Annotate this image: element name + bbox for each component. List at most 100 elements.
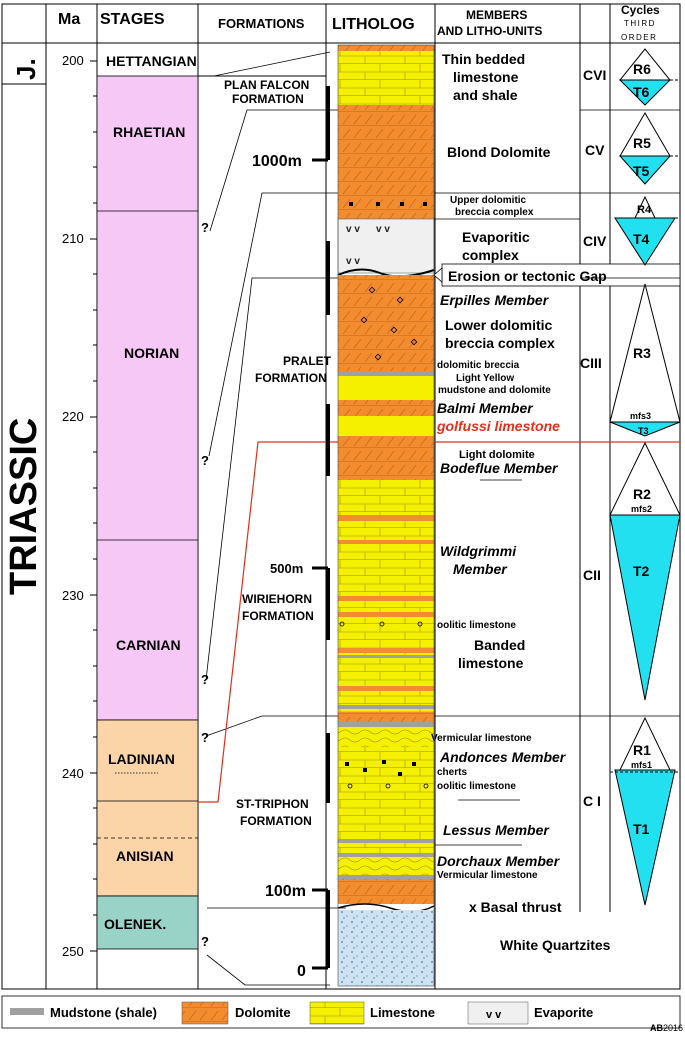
header-formations: FORMATIONS xyxy=(218,16,305,31)
member-plan-falcon-2: limestone xyxy=(453,69,519,85)
stage-ladinian: LADINIAN xyxy=(108,751,175,767)
cycle-mfs3: mfs3 xyxy=(630,411,651,421)
formation-st-triphon-2: FORMATION xyxy=(240,814,312,828)
scale-0: 0 xyxy=(297,963,306,980)
member-vermicular-1: Vermicular limestone xyxy=(431,733,532,744)
member-dorchaux: Dorchaux Member xyxy=(437,853,561,869)
stage-norian: NORIAN xyxy=(124,345,179,361)
member-light-yellow-1: Light Yellow xyxy=(456,373,514,384)
cycle-r6: R6 xyxy=(633,61,651,77)
cycle-t3: T3 xyxy=(638,426,649,436)
credit-initials: AB xyxy=(650,1023,663,1033)
formation-plan-falcon-1: PLAN FALCON xyxy=(224,78,309,92)
legend-evaporite-symbol: v v xyxy=(486,1009,502,1021)
legend-label-dolomite: Dolomite xyxy=(235,1005,291,1020)
member-banded-1: Banded xyxy=(474,637,525,653)
ma-tick: 210 xyxy=(62,231,84,246)
legend-label-mudstone: Mudstone (shale) xyxy=(50,1005,157,1020)
formation-wiriehorn-2: FORMATION xyxy=(242,609,314,623)
evaporite-symbol: v v xyxy=(346,224,360,235)
cycle-civ: CIV xyxy=(583,233,607,249)
cycle-r1: R1 xyxy=(633,742,651,758)
cycle-triangles xyxy=(609,48,681,906)
legend: Mudstone (shale) Dolomite Limestone v v … xyxy=(1,995,681,1029)
period-jurassic: J. xyxy=(11,58,41,80)
member-bodeflue: Bodeflue Member xyxy=(440,460,559,476)
legend-swatch-mudstone xyxy=(10,1008,44,1015)
legend-swatch-evaporite xyxy=(467,1001,529,1025)
header-stages: STAGES xyxy=(100,11,165,28)
member-light-yellow-2: mudstone and dolomite xyxy=(438,385,551,396)
stage-hettangian: HETTANGIAN xyxy=(106,53,197,69)
member-evaporitic-2: complex xyxy=(462,247,519,263)
cycle-t5: T5 xyxy=(633,163,650,179)
header-order: ORDER xyxy=(621,33,657,42)
member-lower-breccia-2: breccia complex xyxy=(445,335,555,351)
cycle-cv: CV xyxy=(585,142,605,158)
member-balmi: Balmi Member xyxy=(437,400,534,416)
header-cycles: Cycles xyxy=(621,3,660,17)
cycle-cvi: CVI xyxy=(583,67,606,83)
scale-100m: 100m xyxy=(265,883,306,900)
stages-column: HETTANGIAN RHAETIAN NORIAN CARNIAN LADIN… xyxy=(96,53,199,950)
cycle-r3: R3 xyxy=(633,345,651,361)
ma-tick: 230 xyxy=(62,588,84,603)
formation-pralet-1: PRALET xyxy=(283,354,332,368)
credit: AB2016 xyxy=(650,1023,683,1033)
scale-500m: 500m xyxy=(270,561,303,576)
header-row: Ma STAGES FORMATIONS LITHOLOG MEMBERS AN… xyxy=(58,3,660,42)
question-mark: ? xyxy=(201,453,209,468)
litholog-column: v v v v v v xyxy=(337,44,435,987)
credit-year: 2016 xyxy=(663,1023,683,1033)
header-third: THIRD xyxy=(624,19,656,28)
question-mark: ? xyxy=(201,730,209,745)
member-lower-breccia-1: Lower dolomitic xyxy=(445,317,553,333)
cycle-t6: T6 xyxy=(633,84,650,100)
ma-tick: 240 xyxy=(62,766,84,781)
member-vermicular-2: Vermicular limestone xyxy=(437,870,538,881)
evaporite-symbol: v v xyxy=(376,224,390,235)
cycles-column: CVI CV CIV CIII CII C I xyxy=(580,67,680,809)
ma-tick: 250 xyxy=(62,944,84,959)
stage-rhaetian: RHAETIAN xyxy=(113,124,185,140)
cycle-r4: R4 xyxy=(637,204,652,216)
cycle-r5: R5 xyxy=(633,135,651,151)
member-basal-thrust: x Basal thrust xyxy=(469,899,562,915)
member-wildgrimmi-1: Wildgrimmi xyxy=(440,543,517,559)
header-litholog: LITHOLOG xyxy=(332,16,415,33)
formation-wiriehorn-1: WIRIEHORN xyxy=(242,592,312,606)
cycle-mfs2: mfs2 xyxy=(631,504,652,514)
formations-column: PLAN FALCON FORMATION PRALET FORMATION W… xyxy=(198,51,680,986)
member-cherts: cherts xyxy=(437,767,467,778)
cycle-ci: C I xyxy=(583,793,601,809)
legend-swatch-limestone xyxy=(309,1001,365,1025)
header-ma: Ma xyxy=(58,11,80,28)
member-erosion-gap: Erosion or tectonic Gap xyxy=(448,268,607,284)
question-mark: ? xyxy=(201,934,209,949)
formation-st-triphon-1: ST-TRIPHON xyxy=(236,797,309,811)
question-mark: ? xyxy=(201,672,209,687)
member-andonces: Andonces Member xyxy=(439,749,567,765)
member-evaporitic-1: Evaporitic xyxy=(462,229,530,245)
members-column: Thin bedded limestone and shale Blond Do… xyxy=(431,51,681,953)
member-white-quartzites: White Quartzites xyxy=(500,937,611,953)
formation-pralet-2: FORMATION xyxy=(255,371,327,385)
formation-plan-falcon-2: FORMATION xyxy=(232,92,304,106)
cycle-t2: T2 xyxy=(633,563,650,579)
stage-anisian: ANISIAN xyxy=(116,848,174,864)
cycle-labels: R6 T6 R5 T5 R4 T4 R3 mfs3 T3 R2 mfs2 T2 … xyxy=(630,61,652,837)
legend-label-evaporite: Evaporite xyxy=(534,1005,593,1020)
ma-axis: 200 210 220 230 240 250 xyxy=(62,53,84,959)
cycle-t1: T1 xyxy=(633,821,650,837)
cycle-ciii: CIII xyxy=(580,355,602,371)
member-oolitic-1: oolitic limestone xyxy=(437,620,516,631)
header-members-2: AND LITHO-UNITS xyxy=(437,24,542,38)
member-plan-falcon-3: and shale xyxy=(453,87,518,103)
cycle-cii: CII xyxy=(583,567,601,583)
member-lessus: Lessus Member xyxy=(443,822,550,838)
member-wildgrimmi-2: Member xyxy=(453,561,508,577)
system-triassic: TRIASSIC xyxy=(3,418,45,595)
member-light-dolomite: Light dolomite xyxy=(459,449,535,461)
cycle-r2: R2 xyxy=(633,486,651,502)
